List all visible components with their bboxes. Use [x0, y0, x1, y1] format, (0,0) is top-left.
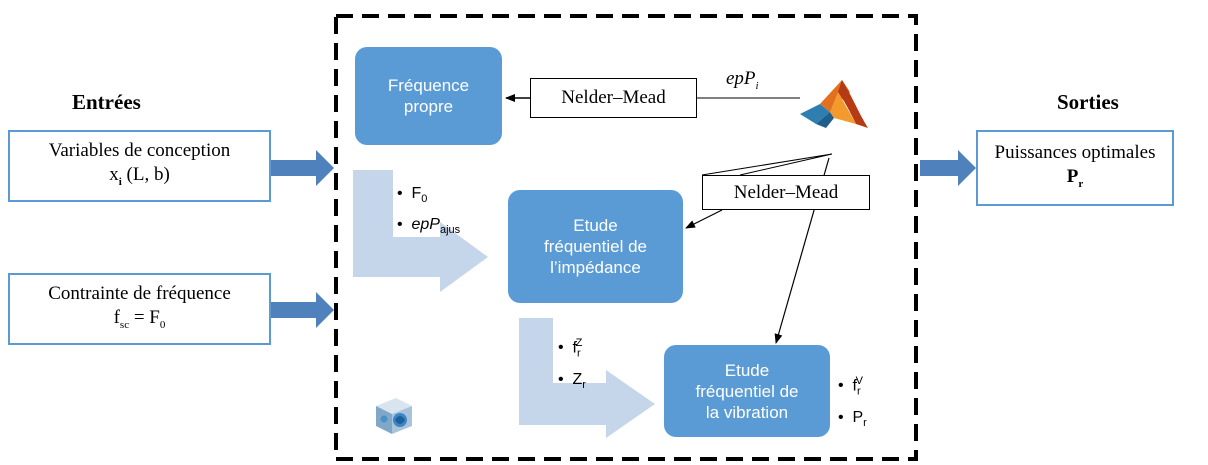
design-variables-label: Variables de conception — [48, 139, 231, 161]
bullets-impedance-outputs: frZ Zr — [558, 330, 587, 398]
bullets-vibration-outputs: frV Pr — [838, 368, 868, 436]
epp-i-label: epPi — [726, 68, 759, 92]
nelder-mead-middle-box: Nelder–Mead — [702, 175, 870, 210]
vibration-line2: fréquentiel de — [695, 381, 799, 401]
nelder-mead-top-box: Nelder–Mead — [530, 78, 697, 118]
bullet-epp-ajus: epPajus — [397, 212, 461, 243]
impedance-line1: Etude — [573, 216, 618, 235]
impedance-study-block: Etude fréquentiel de l’impédance — [508, 190, 683, 303]
natural-frequency-line2: propre — [403, 97, 454, 116]
arrow-to-impedance — [685, 209, 723, 229]
impedance-line2: fréquentiel de — [543, 237, 648, 256]
optimal-power-box: Puissances optimales Pr — [976, 130, 1174, 206]
bullet-pr: Pr — [838, 405, 868, 436]
natural-frequency-block: Fréquence propre — [355, 47, 502, 145]
matlab-logo-icon — [800, 80, 868, 128]
bullet-fr-z: frZ — [558, 330, 587, 367]
inputs-heading: Entrées — [72, 90, 141, 114]
outputs-heading: Sorties — [1057, 90, 1119, 114]
frequency-constraint-label: Contrainte de fréquence — [48, 282, 231, 304]
design-variables-box: Variables de conception xi (L, b) — [8, 130, 271, 202]
system-boundary-frame — [334, 14, 918, 461]
frequency-constraint-equation: fsc = F0 — [113, 306, 166, 331]
optimal-power-symbol: Pr — [1066, 165, 1084, 190]
input-arrow-2 — [271, 292, 334, 328]
bullet-f0: F0 — [397, 181, 460, 212]
bullet-zr: Zr — [558, 367, 587, 398]
vibration-line3: la vibration — [705, 402, 789, 422]
vibration-line1: Etude — [724, 360, 770, 380]
bullets-natural-frequency-outputs: F0 epPajus — [397, 181, 461, 243]
input-arrow-1 — [271, 150, 334, 186]
output-arrow — [920, 150, 976, 186]
comsol-cube-icon — [376, 398, 412, 434]
bullet-fr-v: frV — [838, 368, 868, 405]
optimal-power-label: Puissances optimales — [994, 141, 1156, 163]
design-variables-symbol: xi (L, b) — [109, 163, 170, 188]
bent-arrow-2 — [519, 318, 655, 438]
impedance-line3: l’impédance — [550, 258, 641, 277]
frequency-constraint-box: Contrainte de fréquence fsc = F0 — [8, 273, 271, 345]
natural-frequency-line1: Fréquence — [387, 76, 470, 95]
bent-arrow-1 — [353, 170, 488, 292]
vibration-study-block: Etude fréquentiel de la vibration — [664, 345, 830, 437]
